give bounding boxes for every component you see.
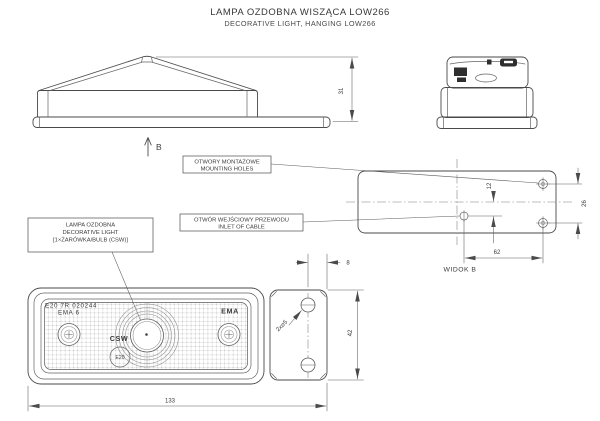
drawing-subtitle: DECORATIVE LIGHT, HANGING LOW266 bbox=[224, 19, 376, 28]
view-b-arrowhead bbox=[144, 137, 152, 146]
e-mark-code: E20 bbox=[115, 355, 124, 361]
leader-mounting-holes bbox=[270, 163, 539, 184]
bracket-plate bbox=[269, 289, 328, 381]
view-b-title: WIDOK B bbox=[444, 267, 477, 274]
approval-marking-2: EMA 6 bbox=[58, 310, 80, 317]
e-mark: E20 bbox=[109, 346, 131, 368]
dim-133-value: 133 bbox=[165, 399, 176, 405]
persp-oval-detail bbox=[475, 73, 497, 83]
mounting-holes-label-pl: OTWORY MONTAŻOWE bbox=[194, 159, 260, 166]
dim-12-value: 12 bbox=[487, 182, 493, 189]
front-view: E20 7R 020244 EMA 6 EMA CSW E20 133 bbox=[27, 287, 328, 412]
callout-mounting-holes: OTWORY MONTAŻOWE MOUNTING HOLES bbox=[182, 155, 539, 184]
view-b: 12 26 62 WIDOK B bbox=[346, 159, 588, 274]
dim-total-length: 133 bbox=[27, 382, 328, 412]
brand-marking: EMA bbox=[221, 307, 239, 316]
leader-endpoint-dot bbox=[145, 333, 148, 336]
lamp-label-bulb: [1×ŻARÓWKA/BULB (CSW)] bbox=[53, 237, 128, 244]
lamp-label-pl: LAMPA OZDOBNA bbox=[66, 223, 115, 229]
approval-marking: E20 7R 020244 bbox=[45, 303, 97, 310]
persp-top-housing bbox=[446, 56, 529, 89]
front-housing-outer bbox=[27, 287, 265, 385]
persp-base-plate bbox=[436, 116, 538, 129]
drawing-header: LAMPA OZDOBNA WISZĄCA LOW266 DECORATIVE … bbox=[0, 7, 600, 28]
perspective-view bbox=[436, 56, 538, 129]
persp-body bbox=[440, 87, 534, 118]
bracket-view: 2x⌀5 8 42 bbox=[269, 253, 364, 381]
persp-terminal-lower bbox=[457, 77, 466, 82]
view-b-letter: B bbox=[156, 142, 162, 152]
drawing-title: LAMPA OZDOBNA WISZĄCA LOW266 bbox=[210, 7, 390, 18]
dim-62-value: 62 bbox=[494, 250, 501, 256]
persp-connector-small bbox=[487, 59, 492, 65]
roof-outer-edge bbox=[38, 55, 257, 91]
cable-inlet-label-pl: OTWÓR WEJŚCIOWY PRZEWODU bbox=[194, 216, 289, 224]
dim-42-value: 42 bbox=[348, 329, 354, 336]
holes-spec-value: 2x⌀5 bbox=[275, 319, 289, 333]
dim-plate-height: 42 bbox=[327, 289, 364, 381]
dim-holes-spacing: 26 bbox=[548, 167, 588, 240]
dim-8-value: 8 bbox=[346, 261, 350, 267]
side-view: 31 B bbox=[32, 55, 359, 157]
view-direction-b: B bbox=[144, 137, 162, 157]
screw-left bbox=[57, 323, 81, 346]
front-housing-inner bbox=[33, 292, 259, 380]
screw-right bbox=[217, 323, 241, 346]
lamp-label-en: DECORATIVE LIGHT bbox=[63, 230, 119, 236]
dim-31-value: 31 bbox=[339, 87, 345, 94]
dim-inlet-to-holes: 62 bbox=[463, 220, 544, 264]
bulb-code-marking: CSW bbox=[110, 334, 129, 343]
mounting-holes-label-en: MOUNTING HOLES bbox=[201, 167, 254, 173]
e-mark-circle bbox=[109, 346, 131, 368]
lamp-body-profile bbox=[37, 90, 258, 118]
persp-terminal-upper bbox=[454, 67, 467, 76]
dim-26-value: 26 bbox=[582, 200, 588, 207]
lens-rings bbox=[115, 303, 179, 368]
dim-edge-offset: 8 bbox=[295, 253, 350, 290]
cable-inlet-label-en: INLET OF CABLE bbox=[218, 225, 265, 231]
callout-holes-spec: 2x⌀5 bbox=[275, 310, 302, 333]
dim-inlet-offset: 12 bbox=[487, 182, 496, 244]
callout-cable-inlet: OTWÓR WEJŚCIOWY PRZEWODU INLET OF CABLE bbox=[179, 213, 460, 232]
base-plate-profile bbox=[32, 116, 331, 128]
leader-cable-inlet bbox=[302, 215, 460, 223]
roof-inner-edge bbox=[49, 61, 246, 91]
dim-body-height: 31 bbox=[155, 56, 359, 122]
front-bezel bbox=[40, 298, 252, 374]
callout-lamp: LAMPA OZDOBNA DECORATIVE LIGHT [1×ŻARÓWK… bbox=[27, 217, 154, 335]
